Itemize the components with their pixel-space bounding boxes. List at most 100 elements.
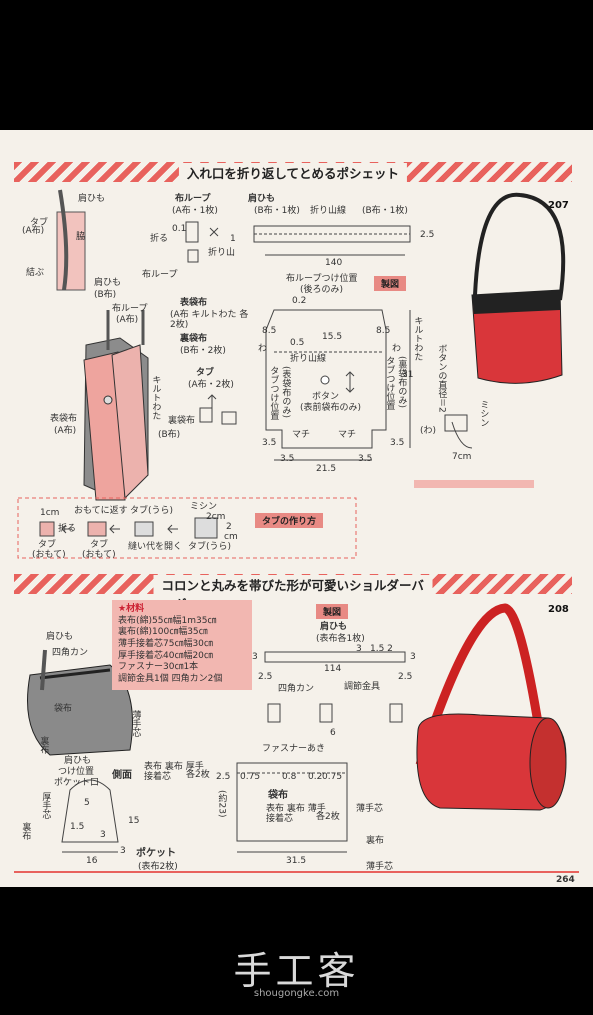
seizu-chip-1: 製図 <box>374 276 407 291</box>
label-loop-a-fabric: (A布) <box>116 315 139 325</box>
s2-d3b: 3 <box>356 644 362 654</box>
pouch-illustration <box>56 189 149 501</box>
tm-1cm: 1cm <box>40 508 60 518</box>
s2-d3d: 3 <box>100 830 106 840</box>
tab-method-steps <box>39 517 218 539</box>
s2-d152: 1.5 2 <box>370 644 393 654</box>
wrap-label: (わ) <box>420 426 437 436</box>
s2-side-qty: 各2枚 <box>186 770 210 780</box>
tm-tab2-sub: (おもて) <box>82 550 116 560</box>
s2-d25c: 2.5 <box>216 772 231 782</box>
s2-d25a: 2.5 <box>258 672 273 682</box>
shoulder-bag-illustration <box>415 603 567 811</box>
s2-d25b: 2.5 <box>398 672 413 682</box>
label-tab-a: (A布) <box>22 226 45 236</box>
tm-cm: cm <box>224 532 238 542</box>
s2-bag-qty: 各2枚 <box>316 812 340 822</box>
label-outer-bag: 表袋布 <box>50 414 78 424</box>
materials-head-2: ★材料 <box>118 604 145 614</box>
pattern-diagrams <box>14 189 579 873</box>
tm-tab-front: タブ <box>38 540 57 550</box>
material-line: 表布(綿)55㎝幅1m35㎝ <box>118 615 217 626</box>
tm-tab4: タブ(うら) <box>188 542 232 552</box>
s2-d6: 6 <box>330 728 336 738</box>
loop-dim-01: 0.1 <box>172 224 187 234</box>
s2-strap-draft: 肩ひも <box>320 622 348 632</box>
s2-pocket-mouth: ポケット口 <box>54 778 100 788</box>
page-number: 264 <box>556 875 575 885</box>
s2-strap-pos-sub: つけ位置 <box>58 767 95 777</box>
bag-body-draft <box>236 762 348 853</box>
s2-pocket: ポケット <box>136 848 176 859</box>
section-title: 入れ口を折り返してとめるポシェット <box>178 163 408 182</box>
s2-lining: 裏布 <box>38 736 49 754</box>
loop-pos: 布ループつけ位置 <box>286 274 358 284</box>
lining-title: 裏袋布 <box>180 334 208 344</box>
s2-d3a: 3 <box>252 652 258 662</box>
s2-thin3: 薄手芯 <box>366 862 394 872</box>
section-title-2: コロンと丸みを帯びた形が可愛いショルダーバッグ <box>153 575 433 613</box>
dim-31: 31 <box>402 370 414 380</box>
label-lining-bag: 裏袋布 <box>168 416 196 426</box>
button-label: ボタン <box>312 392 340 402</box>
s2-strap-pos: 肩ひも <box>64 756 92 766</box>
wa-left: わ <box>258 344 268 354</box>
outer-title: 表袋布 <box>180 298 208 308</box>
loop-draft <box>185 221 219 263</box>
s2-thick-interface: 厚手芯 <box>40 792 51 819</box>
s2-bag: 袋布 <box>54 704 73 714</box>
s2-d08: 0.8 <box>282 772 297 782</box>
loop-title: 布ループ <box>175 194 211 204</box>
tm-fold: 折る <box>58 524 77 534</box>
label-outer-bag-fabric: (A布) <box>54 426 77 436</box>
gusset-right: マチ <box>338 430 357 440</box>
material-line: 薄手接着芯75㎝幅30㎝ <box>118 639 213 650</box>
strap-draft-2 <box>264 651 406 723</box>
label-loop-a: 布ループ <box>112 304 148 314</box>
dim-35c: 3.5 <box>280 454 295 464</box>
outer-detail: (A布 キルトわた 各2枚) <box>170 310 249 331</box>
site-url: shougongke.com <box>253 988 340 999</box>
tm-turn: おもてに返す <box>74 506 128 516</box>
material-line: 厚手接着芯40㎝幅20㎝ <box>118 650 213 661</box>
s2-lining3: 裏布 <box>366 836 385 846</box>
s2-d15b: 1.5 <box>70 822 85 832</box>
s2-thin2: 薄手芯 <box>356 804 384 814</box>
dim-35b: 3.5 <box>390 438 405 448</box>
bag-draft <box>265 309 411 461</box>
strap-qty-right: (B布・1枚) <box>362 206 408 216</box>
tab-detail <box>444 414 473 449</box>
label-tab: タブ <box>30 218 49 228</box>
s2-d02: 0.2 <box>308 772 323 782</box>
s2-d315: 31.5 <box>286 856 307 866</box>
tab-pos-front-sub: (表袋布のみ) <box>280 366 291 419</box>
s2-zipper: ファスナーあき <box>262 744 326 754</box>
strap-dim-140: 140 <box>325 258 343 268</box>
dim-35a: 3.5 <box>262 438 277 448</box>
s2-square-ring-draft: 四角カン <box>278 684 315 694</box>
material-line: 調節金具1個 四角カン2個 <box>118 674 223 685</box>
loop-pos-sub: (後ろのみ) <box>300 285 344 295</box>
strap-fold: 折り山線 <box>310 206 347 216</box>
dim-7cm: 7cm <box>452 452 472 462</box>
s2-d3c: 3 <box>410 652 416 662</box>
tab-pos-back: タブつけ位置 <box>384 356 395 410</box>
strap-title: 肩ひも <box>248 194 276 204</box>
tab-title: タブ <box>196 368 215 378</box>
magazine-page: 入れ口を折り返してとめるポシェット 207 <box>0 130 593 887</box>
dim-02: 0.2 <box>292 296 307 306</box>
loop-fold: 折る <box>150 234 169 244</box>
label-lining-bag-fabric: (B布) <box>158 430 181 440</box>
label-strap-b-fabric: (B布) <box>94 290 117 300</box>
s2-d114: 114 <box>324 664 342 674</box>
wa-right: わ <box>392 344 402 354</box>
s2-side-parts: 表布 裏布 厚手接着芯 <box>144 762 204 783</box>
dim-215: 21.5 <box>316 464 337 474</box>
tm-tab2: タブ <box>90 540 109 550</box>
tab-draft <box>199 394 237 425</box>
tab-pos-back-sub: (裏袋布のみ) <box>396 356 407 409</box>
lining-qty: (B布・2枚) <box>180 346 226 356</box>
s2-strap: 肩ひも <box>46 632 74 642</box>
sewing-machine: ミシン <box>478 400 489 427</box>
label-quilt: キルトわた <box>150 375 161 420</box>
